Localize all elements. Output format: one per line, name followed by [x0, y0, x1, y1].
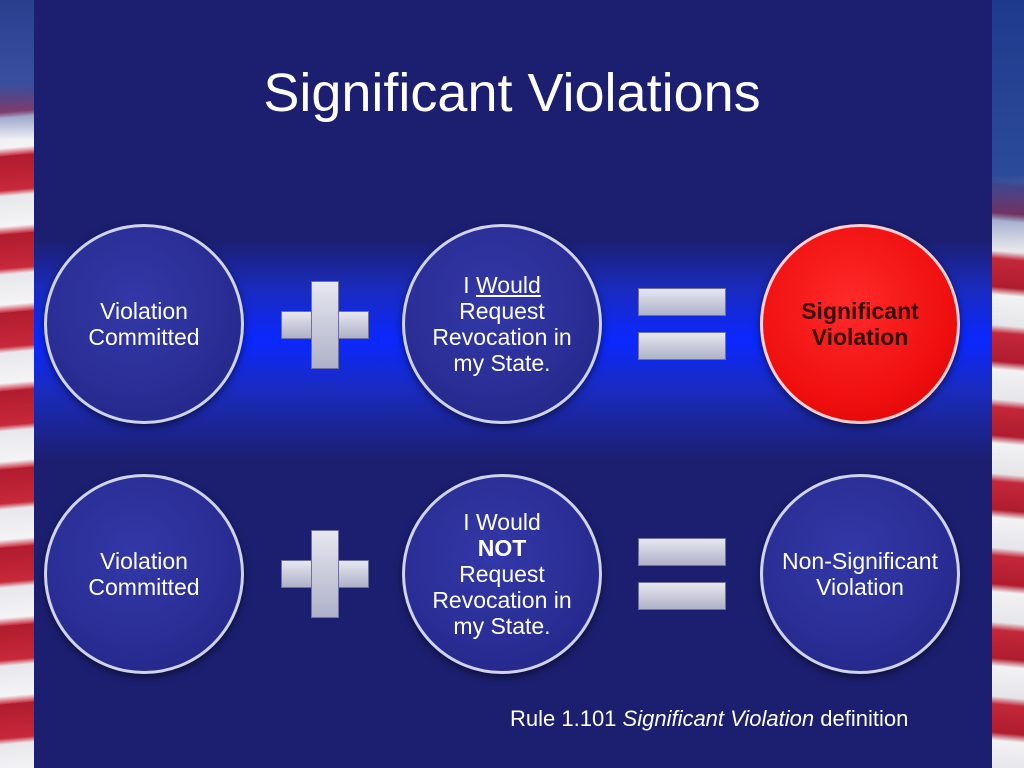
would-prefix: I	[463, 272, 476, 298]
plus-icon	[281, 530, 369, 618]
rule-suffix: definition	[814, 706, 909, 731]
flag-right-decoration	[992, 0, 1024, 768]
would-request-revocation-label: I Would Request Revocation in my State.	[405, 272, 599, 376]
violation-committed-label: Violation Committed	[88, 298, 200, 350]
violation-committed-label: Violation Committed	[88, 548, 200, 600]
rule-reference: Rule 1.101 Significant Violation definit…	[510, 706, 908, 732]
rule-prefix: Rule 1.101	[510, 706, 623, 731]
flag-left-decoration	[0, 0, 34, 768]
significant-violation-label: Significant Violation	[801, 298, 919, 350]
violation-committed-circle-row2: Violation Committed	[44, 474, 244, 674]
not-emphasis: NOT	[477, 535, 527, 561]
violation-committed-circle-row1: Violation Committed	[44, 224, 244, 424]
non-significant-violation-circle: Non-Significant Violation	[760, 474, 960, 674]
would-not-request-revocation-label: I Would NOT Request Revocation in my Sta…	[405, 509, 599, 639]
significant-violation-circle: Significant Violation	[760, 224, 960, 424]
slide-title: Significant Violations	[263, 63, 761, 123]
would-request-revocation-circle: I Would Request Revocation in my State.	[402, 224, 602, 424]
non-significant-violation-label: Non-Significant Violation	[782, 548, 938, 600]
rule-italic-term: Significant Violation	[622, 706, 815, 731]
would-emphasis: Would	[476, 272, 541, 298]
would-not-request-revocation-circle: I Would NOT Request Revocation in my Sta…	[402, 474, 602, 674]
plus-icon	[281, 281, 369, 369]
equals-icon	[638, 538, 726, 610]
would-not-prefix: I Would	[463, 509, 541, 535]
equals-icon	[638, 288, 726, 360]
would-not-rest: Request Revocation in my State.	[432, 561, 572, 639]
would-rest: Request Revocation in my State.	[432, 298, 572, 376]
